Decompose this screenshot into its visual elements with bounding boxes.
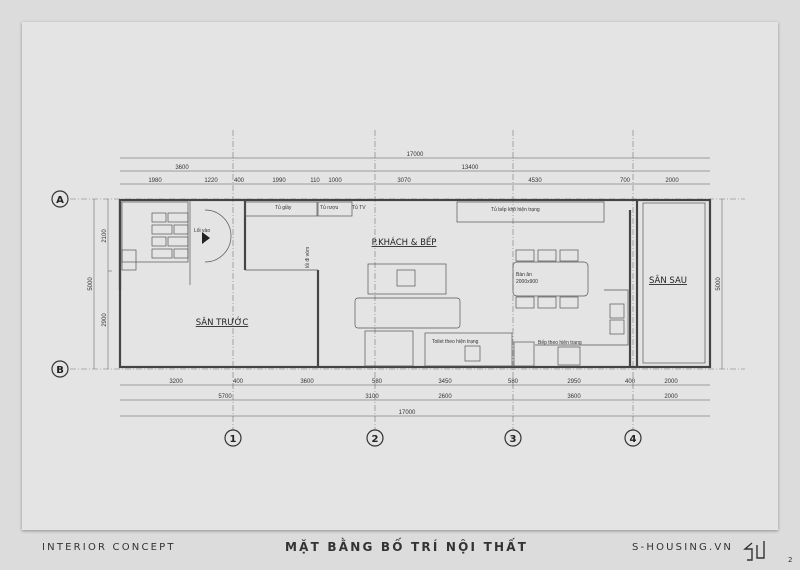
room-back-yard: SÂN SAU [649, 274, 687, 286]
room-living-kitchen: P.KHÁCH & BẾP [372, 236, 437, 248]
label-toilet: Toilet theo hiện trạng [432, 339, 479, 345]
dim: 110 [310, 178, 320, 184]
drawing-title: MẶT BẰNG BỐ TRÍ NỘI THẤT [285, 540, 529, 554]
grid-bubble-1: 1 [224, 429, 242, 447]
dim: 2100 [102, 229, 108, 243]
grid-bubble-2: 2 [366, 429, 384, 447]
room-front-yard: SÂN TRƯỚC [196, 316, 249, 328]
label-dining-size: 2000x900 [516, 279, 538, 285]
brand-name: S-HOUSING.VN [632, 542, 734, 553]
dim: 1220 [204, 178, 218, 184]
dim: 5000 [716, 277, 722, 291]
dim: 2950 [567, 379, 581, 385]
dim: 2000 [664, 394, 678, 400]
label-dry-cabinet: Tủ bếp khô hiện trạng [491, 206, 540, 213]
dim: 2000 [665, 178, 679, 184]
drawing-sheet [22, 22, 778, 530]
grid-bubble-a: A [51, 190, 69, 208]
dim: 3200 [169, 379, 183, 385]
grid-bubble-4: 4 [624, 429, 642, 447]
svg-text:4: 4 [630, 434, 637, 445]
dim: 2600 [438, 394, 452, 400]
dim: 400 [234, 178, 245, 184]
label-kitchen: Bếp theo hiện trạng [538, 340, 582, 346]
label-tv-cabinet: Tủ TV [352, 204, 366, 211]
bottom-dimensions: 3200 400 3600 580 3450 580 2950 400 2000… [120, 379, 710, 417]
grid-bubble-3: 3 [504, 429, 522, 447]
dim: 3600 [175, 165, 189, 171]
brand-logo-icon [743, 541, 765, 561]
furniture [121, 201, 629, 367]
label-arch: lối đi vòm [305, 247, 311, 268]
dim: 580 [508, 379, 519, 385]
dim: 1990 [272, 178, 286, 184]
dim: 3100 [365, 394, 379, 400]
side-dimensions: 5000 2100 2900 5000 [88, 199, 723, 369]
label-wine-cabinet: Tủ rượu [320, 204, 339, 211]
grid-bubble-b: B [51, 360, 69, 378]
dim-overall-bottom: 17000 [399, 410, 416, 416]
dim: 5700 [218, 394, 232, 400]
svg-text:1: 1 [230, 434, 237, 445]
entrance-arrow-icon [202, 232, 210, 244]
page-number: 2 [788, 556, 793, 564]
dim: 700 [620, 178, 631, 184]
caption-interior-concept: INTERIOR CONCEPT [42, 542, 176, 553]
dim: 1000 [328, 178, 342, 184]
label-entrance: Lối vào [194, 228, 210, 234]
dim: 3070 [397, 178, 411, 184]
dim: 3600 [567, 394, 581, 400]
dim: 3600 [300, 379, 314, 385]
dim: 13400 [462, 165, 479, 171]
dim: 1980 [148, 178, 162, 184]
dim: 5000 [88, 277, 94, 291]
label-shoe-cabinet: Tủ giầy [275, 204, 292, 211]
walls [118, 198, 712, 369]
dim: 400 [625, 379, 636, 385]
svg-text:3: 3 [510, 434, 517, 445]
dim: 2000 [664, 379, 678, 385]
dim: 3450 [438, 379, 452, 385]
dim-overall-top: 17000 [407, 152, 424, 158]
svg-text:2: 2 [372, 434, 379, 445]
dim: 400 [233, 379, 244, 385]
dim: 580 [372, 379, 383, 385]
svg-text:A: A [56, 195, 64, 206]
dim: 2900 [102, 313, 108, 327]
label-dining-table: Bàn ăn [516, 272, 532, 278]
top-dimensions: 17000 3600 13400 1980 1220 400 1990 110 … [120, 152, 710, 185]
dim: 4530 [528, 178, 542, 184]
svg-text:B: B [56, 365, 64, 376]
